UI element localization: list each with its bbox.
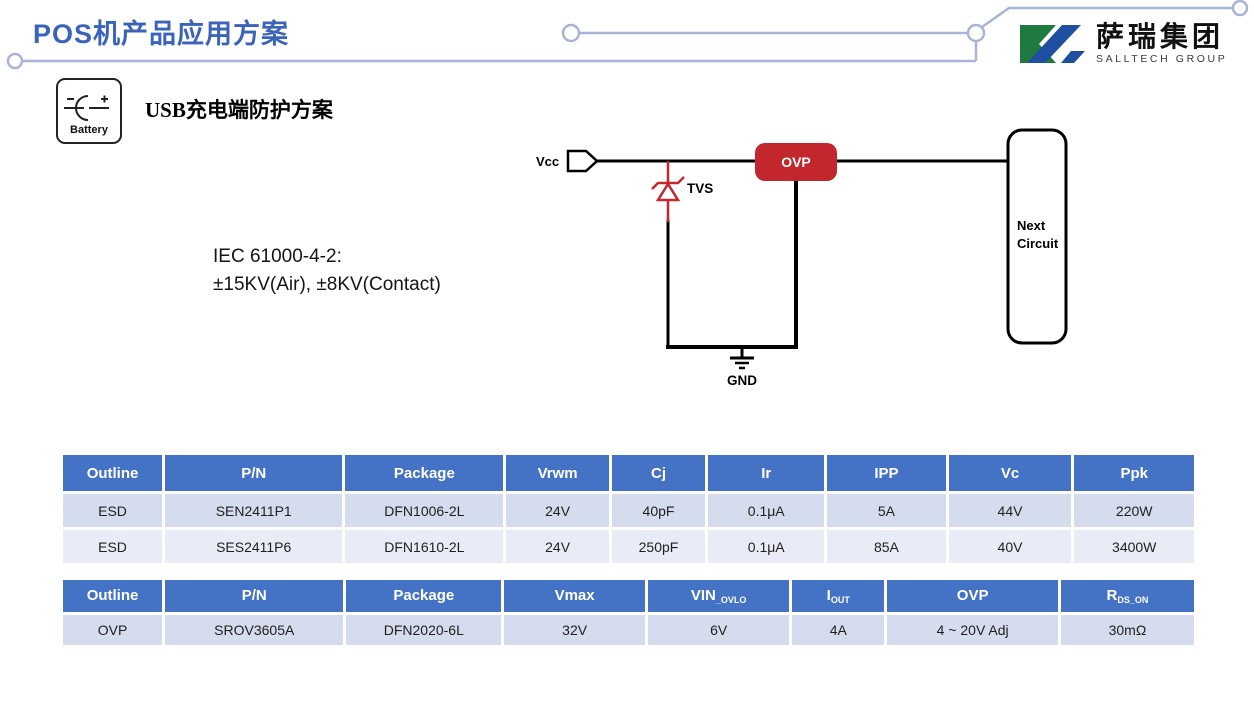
- esd-header-cj: Cj: [608, 452, 709, 494]
- esd-header-ir: Ir: [705, 452, 828, 494]
- esd-header-vc: Vc: [945, 452, 1075, 494]
- esd-header-pn: P/N: [162, 452, 346, 494]
- page-title: POS机产品应用方案: [33, 19, 290, 49]
- iec-line1: IEC 61000-4-2:: [213, 246, 342, 267]
- next-circuit-box: [1006, 128, 1068, 345]
- ovp-header-vmax: Vmax: [501, 577, 649, 615]
- table-cell: 3400W: [1071, 527, 1197, 566]
- esd-table-row-1: ESD SEN2411P1 DFN1006-2L 24V 40pF 0.1μA …: [59, 491, 1197, 530]
- esd-header-outline: Outline: [59, 452, 166, 494]
- ovp-table-row-1: OVP SROV3605A DFN2020-6L 32V 6V 4A 4 ~ 2…: [59, 612, 1198, 648]
- next-circuit-label-line1: Next: [1017, 218, 1046, 233]
- table-cell: 30mΩ: [1057, 612, 1198, 648]
- vcc-label: Vcc: [536, 154, 559, 169]
- battery-icon-label: Battery: [70, 124, 108, 136]
- table-cell: 44V: [945, 491, 1075, 530]
- table-cell: SES2411P6: [162, 527, 346, 566]
- table-cell: DFN2020-6L: [343, 612, 505, 648]
- logo-name-cn: 萨瑞集团: [1096, 21, 1225, 53]
- salltech-logo-icon: [1020, 25, 1085, 63]
- battery-icon: Battery: [56, 78, 122, 144]
- table-cell: 0.1μA: [705, 527, 828, 566]
- battery-cell-symbol-icon: [64, 95, 109, 121]
- ovp-block-label: OVP: [781, 154, 811, 170]
- table-cell: DFN1006-2L: [342, 491, 507, 530]
- ovp-header-rdson: RDS_ON: [1057, 577, 1198, 615]
- table-cell: 85A: [824, 527, 949, 566]
- table-cell: 40V: [945, 527, 1075, 566]
- table-cell: 40pF: [608, 491, 709, 530]
- esd-header-vrwm: Vrwm: [503, 452, 612, 494]
- gnd-label: GND: [727, 373, 757, 388]
- ovp-part-table: Outline P/N Package Vmax VIN_OVLO IOUT O…: [59, 577, 1198, 648]
- esd-header-ipp: IPP: [824, 452, 949, 494]
- table-cell: 32V: [501, 612, 649, 648]
- esd-table-row-2: ESD SES2411P6 DFN1610-2L 24V 250pF 0.1μA…: [59, 527, 1197, 566]
- table-cell: 250pF: [608, 527, 709, 566]
- ovp-block: [755, 143, 837, 181]
- ovp-header-package: Package: [343, 577, 505, 615]
- table-cell: OVP: [59, 612, 166, 648]
- section-heading: USB充电端防护方案: [145, 98, 333, 122]
- table-cell: 24V: [503, 491, 612, 530]
- table-cell: 6V: [645, 612, 793, 648]
- iec-standard-note: IEC 61000-4-2: ±15KV(Air), ±8KV(Contact): [213, 243, 441, 299]
- table-cell: 4A: [789, 612, 888, 648]
- table-cell: SEN2411P1: [162, 491, 346, 530]
- circuit-diagram: Vcc TVS OVP GND Next Circuit: [536, 128, 1068, 388]
- ovp-header-iout: IOUT: [789, 577, 888, 615]
- esd-header-package: Package: [342, 452, 507, 494]
- ovp-header-pn: P/N: [162, 577, 347, 615]
- tvs-diode-icon: [651, 161, 685, 222]
- esd-header-ppk: Ppk: [1071, 452, 1197, 494]
- decorative-trace-lines: [6, 0, 1249, 70]
- table-cell: 5A: [824, 491, 949, 530]
- table-cell: ESD: [59, 491, 166, 530]
- ovp-header-outline: Outline: [59, 577, 166, 615]
- ovp-header-ovp: OVP: [884, 577, 1061, 615]
- ground-symbol-icon: [730, 347, 754, 370]
- table-cell: SROV3605A: [162, 612, 347, 648]
- table-cell: ESD: [59, 527, 166, 566]
- tvs-label: TVS: [687, 181, 713, 196]
- vcc-connector-icon: [566, 149, 599, 173]
- company-logo: 萨瑞集团 SALLTECH GROUP: [1018, 20, 1227, 68]
- ovp-header-vin-ovlo: VIN_OVLO: [645, 577, 793, 615]
- logo-name-en: SALLTECH GROUP: [1096, 53, 1228, 66]
- table-cell: 220W: [1071, 491, 1197, 530]
- table-cell: 0.1μA: [705, 491, 828, 530]
- ovp-table-header-row: Outline P/N Package Vmax VIN_OVLO IOUT O…: [59, 577, 1198, 615]
- iec-line2: ±15KV(Air), ±8KV(Contact): [213, 274, 441, 295]
- table-cell: 4 ~ 20V Adj: [884, 612, 1061, 648]
- esd-parts-table: Outline P/N Package Vrwm Cj Ir IPP Vc Pp…: [59, 452, 1197, 566]
- next-circuit-label-line2: Circuit: [1017, 236, 1059, 251]
- table-cell: DFN1610-2L: [342, 527, 507, 566]
- esd-table-header-row: Outline P/N Package Vrwm Cj Ir IPP Vc Pp…: [59, 452, 1197, 494]
- table-cell: 24V: [503, 527, 612, 566]
